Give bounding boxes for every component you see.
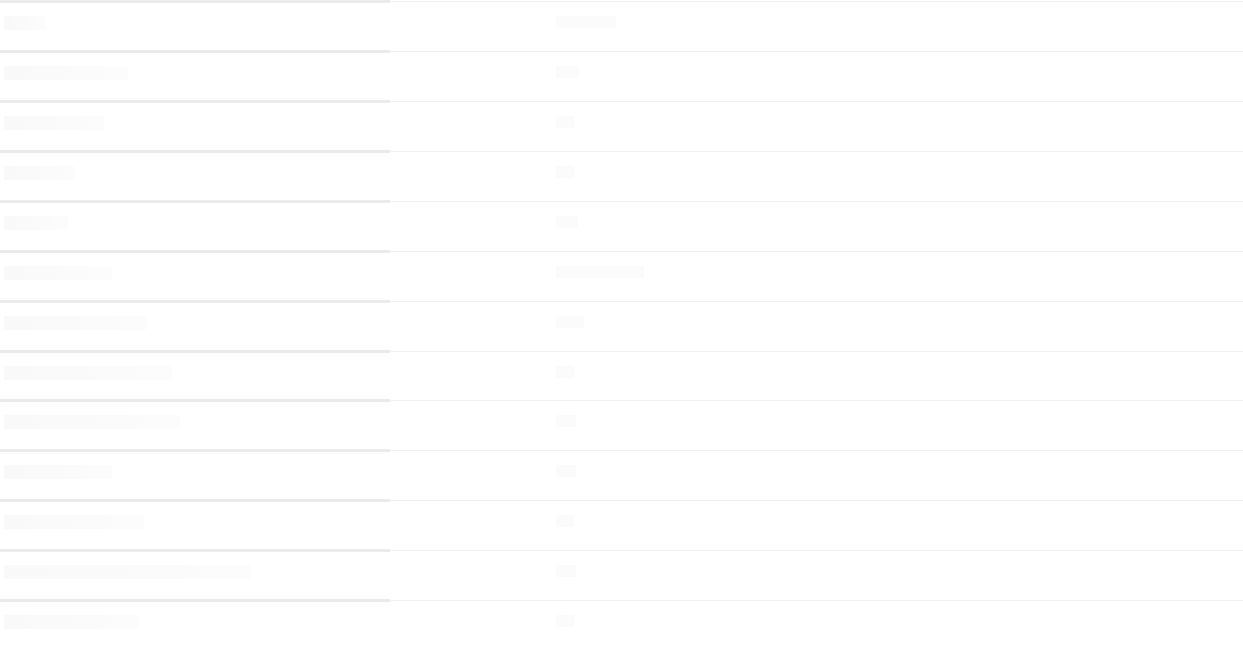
row-right-divider [390,351,1243,352]
row-label [4,366,172,380]
list-row [0,599,1243,649]
row-left-divider [0,499,390,502]
row-value [556,415,576,427]
list-row [0,50,1243,100]
row-right-divider [390,600,1243,601]
row-label [4,16,46,30]
list-row [0,0,1243,50]
row-value [556,216,578,228]
row-value [556,515,574,527]
list-row [0,449,1243,499]
list-row [0,300,1243,350]
row-right-divider [390,301,1243,302]
row-right-divider [390,201,1243,202]
row-left-divider [0,200,390,203]
row-right-divider [390,450,1243,451]
row-left-divider [0,549,390,552]
list-row [0,150,1243,200]
list-row [0,200,1243,250]
list-row [0,549,1243,599]
row-right-divider [390,151,1243,152]
row-left-divider [0,449,390,452]
row-label [4,116,104,130]
row-right-divider [390,550,1243,551]
row-value [556,316,584,328]
row-value [556,465,576,477]
row-left-divider [0,50,390,53]
row-label [4,515,144,529]
row-label [4,266,112,280]
row-left-divider [0,599,390,602]
row-right-divider [390,1,1243,2]
list-row [0,350,1243,400]
list-row [0,250,1243,300]
list-row [0,499,1243,549]
row-value [556,615,574,627]
row-left-divider [0,100,390,103]
row-value [556,166,574,178]
row-value [556,565,576,577]
row-label [4,465,112,479]
row-left-divider [0,399,390,402]
row-label [4,166,74,180]
row-left-divider [0,150,390,153]
row-right-divider [390,251,1243,252]
row-right-divider [390,500,1243,501]
row-label [4,316,146,330]
row-right-divider [390,101,1243,102]
row-value [556,116,574,128]
row-label [4,615,138,629]
row-left-divider [0,350,390,353]
list-row [0,100,1243,150]
row-left-divider [0,0,390,3]
row-right-divider [390,400,1243,401]
row-value [556,66,578,78]
row-value [556,16,616,28]
row-label [4,66,128,80]
row-left-divider [0,300,390,303]
row-left-divider [0,250,390,253]
row-value [556,266,644,278]
row-label [4,565,250,579]
row-value [556,366,574,378]
row-label [4,415,180,429]
row-label [4,216,68,230]
list-row [0,399,1243,449]
row-right-divider [390,51,1243,52]
